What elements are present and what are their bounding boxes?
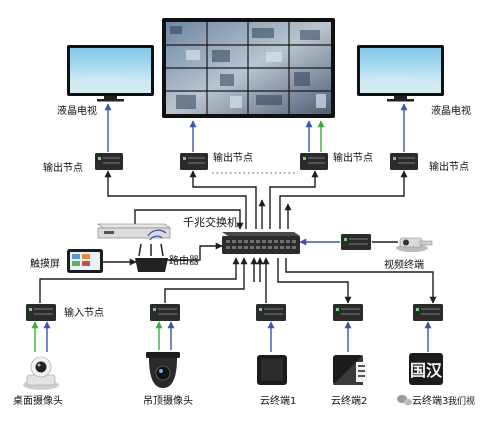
network-node-device-icon	[390, 153, 418, 170]
gigabit-switch	[222, 232, 300, 254]
link-switch-out4	[279, 170, 408, 229]
lcd-tv-icon	[357, 45, 444, 102]
network-node-device-icon	[341, 234, 371, 250]
label-video-terminal: 视频终端	[384, 258, 424, 271]
label-router: 路由器	[169, 254, 199, 267]
label-output-node-4: 输出节点	[429, 160, 469, 173]
router-device	[135, 229, 168, 272]
network-node-device-icon	[413, 304, 443, 321]
control-server-box	[97, 223, 171, 239]
network-node-device-icon	[180, 153, 208, 170]
conference-terminal-icon	[396, 237, 433, 252]
label-input-node: 输入节点	[64, 306, 104, 319]
dome-camera-icon	[146, 352, 180, 388]
wifi-router-icon	[135, 229, 168, 272]
label-lcd-tv-right: 液晶电视	[431, 104, 471, 117]
lcd-tv-left	[67, 45, 154, 102]
output-node-3	[300, 153, 328, 170]
cloud-terminal-node-3	[413, 304, 443, 321]
cloud-terminal-2	[333, 355, 367, 385]
label-cloud-terminal-3: 云终端3	[412, 394, 448, 407]
watermark: 我们视	[397, 395, 475, 407]
label-output-node-1: 输出节点	[43, 161, 83, 174]
cloud-terminal-icon	[333, 355, 367, 385]
label-cloud-terminal-1: 云终端1	[260, 394, 296, 407]
cloud-terminal-icon	[257, 355, 287, 385]
network-node-device-icon	[26, 304, 56, 321]
desk-camera	[23, 356, 59, 390]
terminal-screen-text: 国汉	[410, 361, 443, 380]
cloud-terminal-icon: 国汉	[409, 353, 443, 385]
link-in1-switch	[39, 257, 240, 303]
input-node-2	[150, 304, 180, 321]
link-switch-out2	[189, 170, 257, 229]
cloud-terminal-3: 国汉	[409, 353, 443, 385]
label-ceiling-camera: 吊顶摄像头	[143, 394, 193, 407]
link-in2-switch	[164, 257, 248, 303]
label-cloud-terminal-2: 云终端2	[331, 394, 367, 407]
network-node-device-icon	[256, 304, 286, 321]
link-cloud3-switch	[285, 258, 437, 304]
network-node-device-icon	[95, 153, 123, 170]
link-router-switch	[165, 242, 223, 261]
video-wall-screen-icon	[162, 18, 335, 118]
cloud-terminal-node-2	[333, 304, 363, 321]
link-switch-out1	[104, 170, 247, 229]
link-controller-switch	[134, 209, 244, 230]
video-terminal-node	[341, 234, 371, 250]
cloud-terminal-node-1	[256, 304, 286, 321]
ptz-camera-icon	[23, 356, 59, 390]
video-terminal-device	[396, 237, 433, 252]
link-switch-out3	[269, 170, 319, 229]
lcd-tv-right	[357, 45, 444, 102]
network-node-device-icon	[150, 304, 180, 321]
network-node-device-icon	[300, 153, 328, 170]
ceiling-camera	[146, 352, 180, 388]
link-cloud2-switch	[277, 258, 352, 304]
output-node-4	[390, 153, 418, 170]
wechat-icon	[397, 395, 412, 406]
label-desk-camera: 桌面摄像头	[13, 394, 63, 407]
input-node-1	[26, 304, 56, 321]
label-output-node-3: 输出节点	[333, 151, 373, 164]
gigabit-switch-icon	[222, 232, 300, 254]
label-gigabit-switch: 千兆交换机	[183, 215, 238, 229]
output-node-2	[180, 153, 208, 170]
cloud-terminal-1	[257, 355, 287, 385]
network-node-device-icon	[333, 304, 363, 321]
lcd-tv-icon	[67, 45, 154, 102]
connections	[31, 103, 437, 352]
touchscreen-device	[67, 249, 103, 273]
label-lcd-tv-left: 液晶电视	[57, 104, 97, 117]
label-output-node-2: 输出节点	[213, 151, 253, 164]
watermark-text: 我们视	[448, 395, 475, 407]
output-node-1	[95, 153, 123, 170]
label-touchscreen: 触摸屏	[30, 257, 60, 270]
tablet-icon	[67, 249, 103, 273]
